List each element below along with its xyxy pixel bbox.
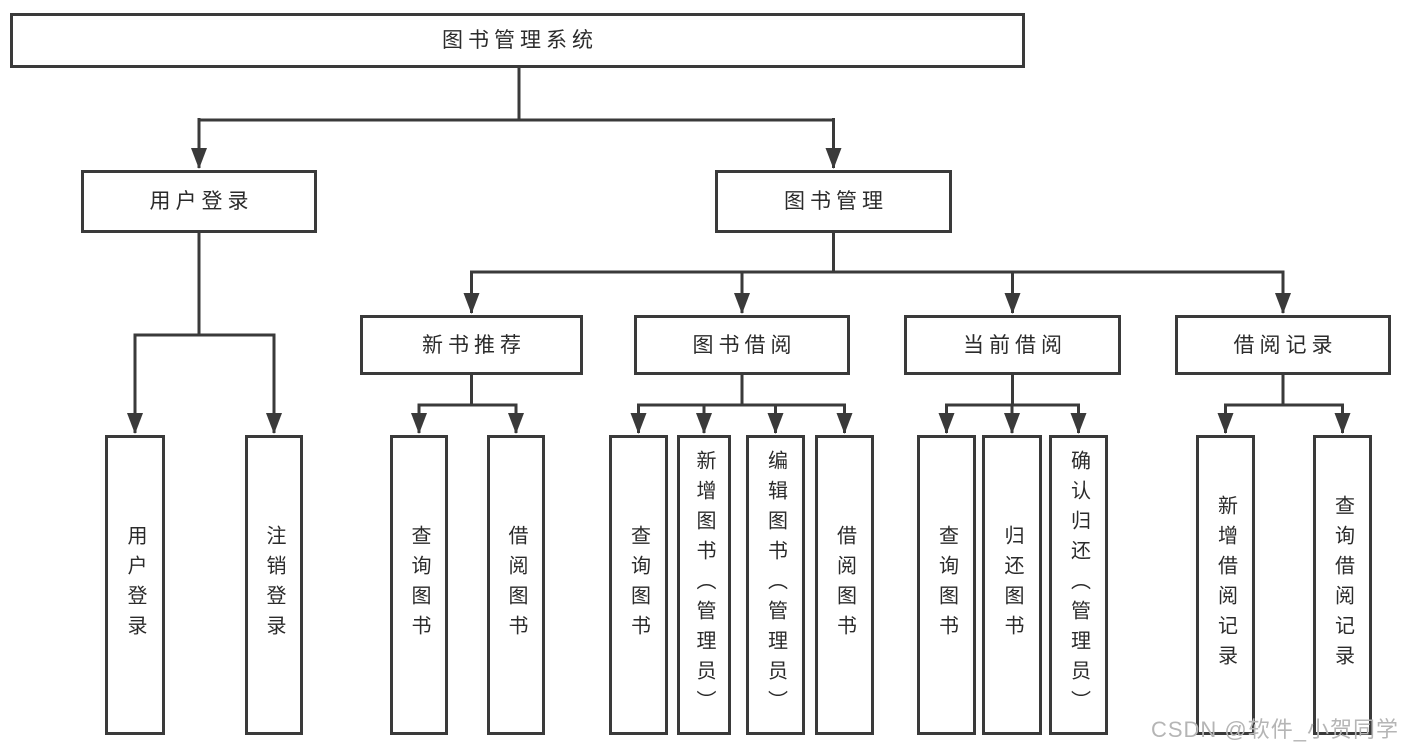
node-user-login: 用户登录	[81, 170, 317, 233]
node-borrowing-records: 借阅记录	[1175, 315, 1391, 375]
node-leaf-label: 编辑图书（管理员）	[764, 450, 787, 720]
node-leaf-confirm-return-admin: 确认归还（管理员）	[1049, 435, 1108, 735]
node-current-borrowing: 当前借阅	[904, 315, 1121, 375]
node-leaf-label: 查询借阅记录	[1331, 495, 1354, 675]
node-leaf-label: 借阅图书	[505, 525, 527, 645]
node-leaf-label: 归还图书	[1001, 525, 1023, 645]
csdn-watermark: CSDN @软件_小贺同学	[1150, 717, 1399, 742]
node-leaf-label: 查询图书	[408, 525, 430, 645]
node-leaf-borrow-books-recommend: 借阅图书	[487, 435, 545, 735]
node-current-borrowing-label: 当前借阅	[963, 333, 1067, 357]
node-leaf-logout: 注销登录	[245, 435, 303, 735]
node-borrowing-records-label: 借阅记录	[1233, 333, 1338, 357]
node-leaf-label: 确认归还（管理员）	[1067, 450, 1090, 720]
node-leaf-label: 查询图书	[627, 525, 650, 645]
node-root: 图书管理系统	[10, 13, 1025, 68]
node-book-management: 图书管理	[715, 170, 952, 233]
node-leaf-query-books-current: 查询图书	[917, 435, 976, 735]
node-new-book-recommend: 新书推荐	[360, 315, 583, 375]
node-leaf-user-login: 用户登录	[105, 435, 165, 735]
node-leaf-borrow-books: 借阅图书	[815, 435, 874, 735]
node-new-book-recommend-label: 新书推荐	[422, 333, 526, 357]
node-book-management-label: 图书管理	[784, 190, 888, 213]
node-leaf-query-borrow-record: 查询借阅记录	[1313, 435, 1372, 735]
node-leaf-query-books-recommend: 查询图书	[390, 435, 448, 735]
node-book-borrowing-label: 图书借阅	[692, 333, 797, 357]
node-leaf-label: 借阅图书	[833, 525, 856, 645]
node-leaf-add-books-admin: 新增图书（管理员）	[677, 435, 731, 735]
node-leaf-add-borrow-record: 新增借阅记录	[1196, 435, 1255, 735]
node-leaf-query-books-borrowing: 查询图书	[609, 435, 668, 735]
node-user-login-label: 用户登录	[149, 190, 254, 213]
node-leaf-label: 新增借阅记录	[1214, 495, 1237, 675]
node-leaf-return-books: 归还图书	[982, 435, 1042, 735]
node-leaf-label: 注销登录	[263, 525, 285, 645]
node-leaf-label: 用户登录	[124, 525, 146, 645]
node-leaf-label: 查询图书	[935, 525, 958, 645]
node-book-borrowing: 图书借阅	[634, 315, 850, 375]
node-leaf-edit-books-admin: 编辑图书（管理员）	[746, 435, 805, 735]
node-root-label: 图书管理系统	[442, 29, 598, 52]
node-leaf-label: 新增图书（管理员）	[693, 450, 715, 720]
